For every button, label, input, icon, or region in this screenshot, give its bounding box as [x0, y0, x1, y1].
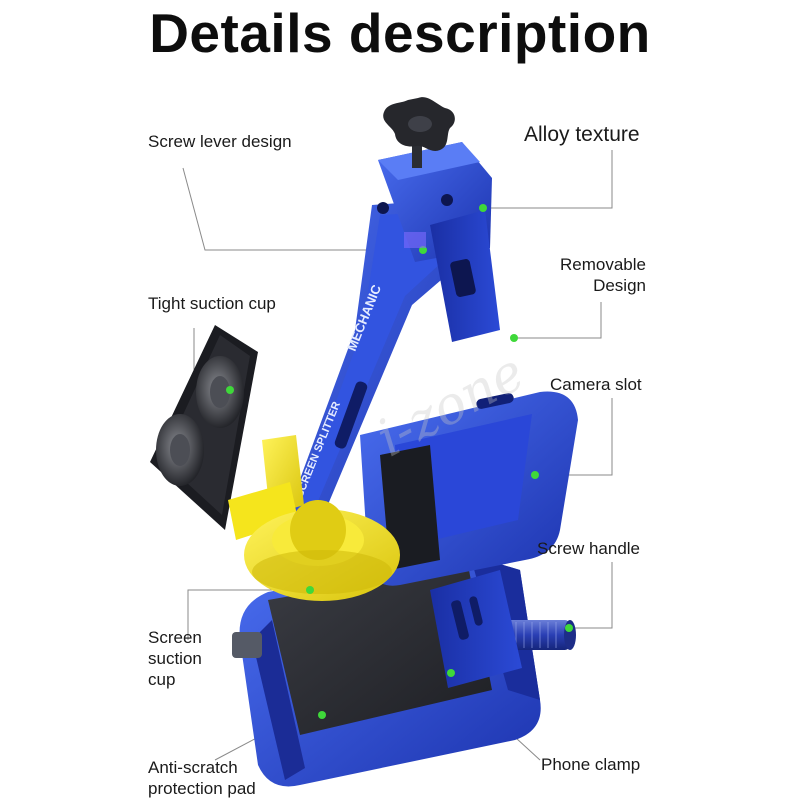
- label-anti-scratch-pad: Anti-scratch protection pad: [148, 757, 256, 799]
- top-block: [377, 97, 518, 342]
- label-screen-suction-cup: Screen suction cup: [148, 627, 202, 690]
- leader-lines: [182, 150, 613, 761]
- marker-dot-icon: [318, 711, 326, 719]
- marker-dot-icon: [479, 204, 487, 212]
- phone-clamp: [430, 570, 522, 688]
- label-phone-clamp: Phone clamp: [541, 755, 641, 774]
- label-camera-slot: Camera slot: [550, 375, 642, 394]
- marker-dot-icon: [531, 471, 539, 479]
- label-screen-line3: cup: [148, 670, 176, 689]
- label-anti-scratch-line1: Anti-scratch: [148, 758, 238, 777]
- label-screen-line2: suction: [148, 649, 202, 668]
- label-alloy-texture: Alloy texture: [524, 123, 640, 146]
- label-screw-lever: Screw lever design: [148, 132, 292, 151]
- marker-dot-icon: [565, 624, 573, 632]
- marker-dot-icon: [510, 334, 518, 342]
- label-removable-line2: Design: [593, 276, 646, 295]
- screen-suction-cup: [228, 435, 400, 601]
- label-removable-line1: Removable: [560, 255, 646, 274]
- marker-dot-icon: [306, 586, 314, 594]
- marker-dot-icon: [447, 669, 455, 677]
- lever-arm: MECHANIC SCREEN SPLITTER: [262, 200, 455, 590]
- label-removable-design: Removable Design: [560, 254, 646, 296]
- label-screen-line1: Screen: [148, 628, 202, 647]
- tight-suction-cup: [150, 325, 258, 530]
- camera-slot-tray: [360, 391, 578, 586]
- marker-dot-icon: [226, 386, 234, 394]
- page-title: Details description: [149, 2, 651, 64]
- label-anti-scratch-line2: protection pad: [148, 779, 256, 798]
- label-tight-suction-cup: Tight suction cup: [148, 294, 276, 313]
- label-screw-handle: Screw handle: [537, 539, 641, 558]
